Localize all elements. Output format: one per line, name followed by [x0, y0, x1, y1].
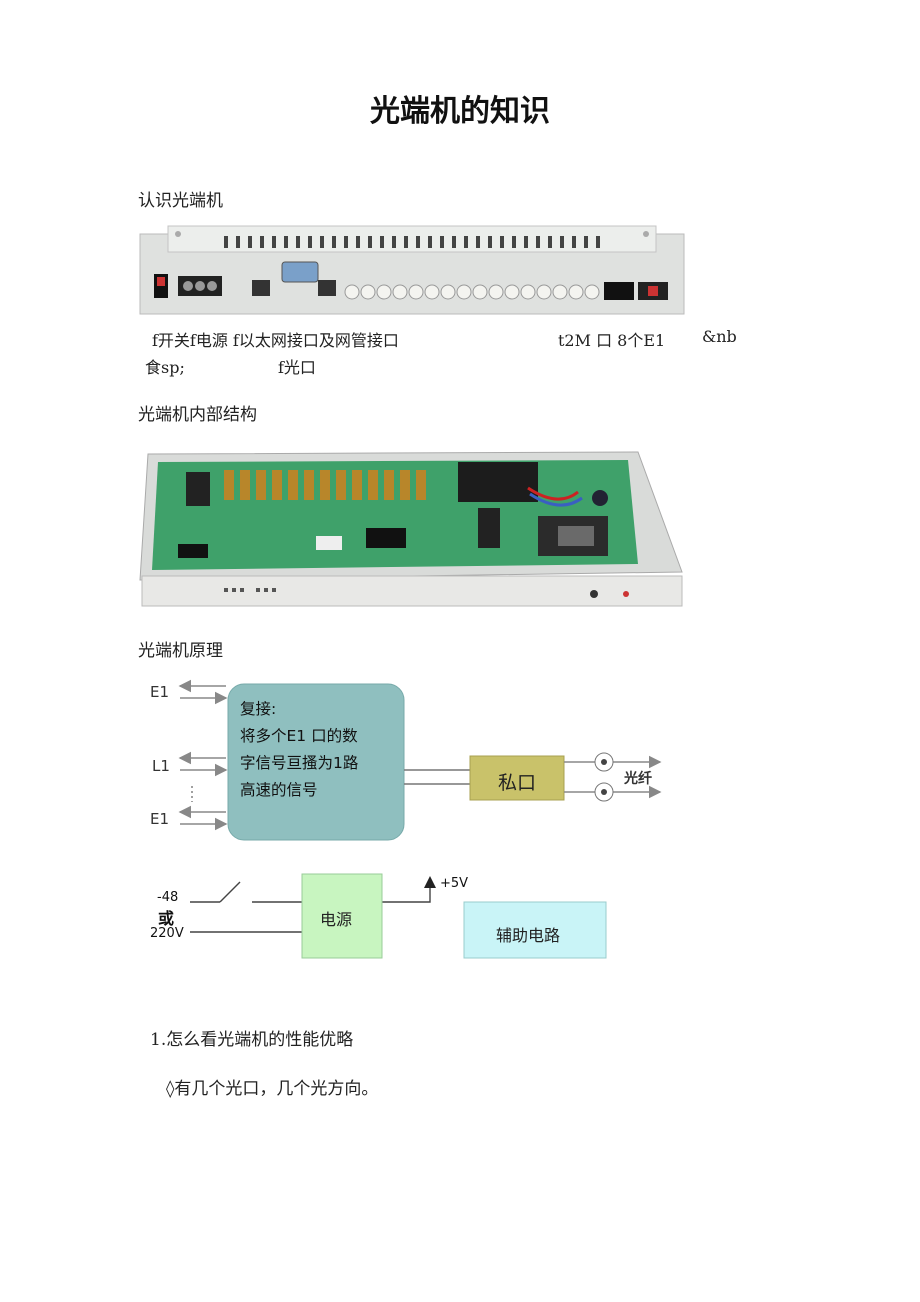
section-heading-recognize: 认识光端机 [138, 191, 223, 211]
caption-2m-e1: t2M 口 8个E1 [558, 331, 666, 350]
label-e1-top: E1 [150, 683, 170, 701]
caption-optical-port: f光口 [278, 358, 316, 377]
mux-box [227, 683, 405, 841]
optical-box [469, 755, 565, 801]
power-input-top: -48 [157, 890, 179, 905]
page-title: 光端机的知识 [370, 94, 550, 129]
fiber-label: 光纤 [624, 771, 652, 787]
internal-structure-photo [139, 451, 683, 607]
power-box-label: 电源 [320, 910, 353, 929]
mux-line-4: 高速的信号 [240, 781, 318, 799]
mux-line-2: 将多个E1 口的数 [240, 727, 358, 745]
up-arrow-icon [424, 876, 436, 888]
mux-line-1: 复接: [240, 700, 277, 718]
section-heading-internal-structure: 光端机内部结构 [138, 405, 257, 425]
section-heading-principle: 光端机原理 [138, 641, 223, 661]
label-l1: L1 [152, 757, 170, 775]
principle-diagram [178, 679, 662, 959]
mux-line-3: 字信号亘搔为1路 [240, 754, 359, 772]
power-box [301, 873, 383, 959]
voltage-label: +5V [440, 876, 469, 891]
list-item-optical-ports: ◊有几个光口，几个光方向。 [166, 1079, 379, 1099]
aux-circuit-box [463, 901, 607, 959]
mux-box-text: 复接: 将多个E1 口的数 字信号亘搔为1路 高速的信号 [240, 696, 358, 804]
power-input-or: 或 [158, 909, 175, 928]
aux-box-label: 辅助电路 [496, 926, 561, 945]
front-panel-photo [139, 225, 685, 315]
optical-box-label: 私口 [498, 772, 537, 794]
power-input-bottom: 220V [150, 926, 184, 941]
caption-switch-power-ethernet: f开关f电源 f以太网接口及网管接口 [152, 331, 399, 350]
caption-nb-fragment: &nb [702, 327, 737, 346]
list-item-performance: 1.怎么看光端机的性能优略 [150, 1030, 354, 1050]
caption-sp-fragment: 食sp; [145, 358, 185, 377]
label-e1-bottom: E1 [150, 810, 170, 828]
